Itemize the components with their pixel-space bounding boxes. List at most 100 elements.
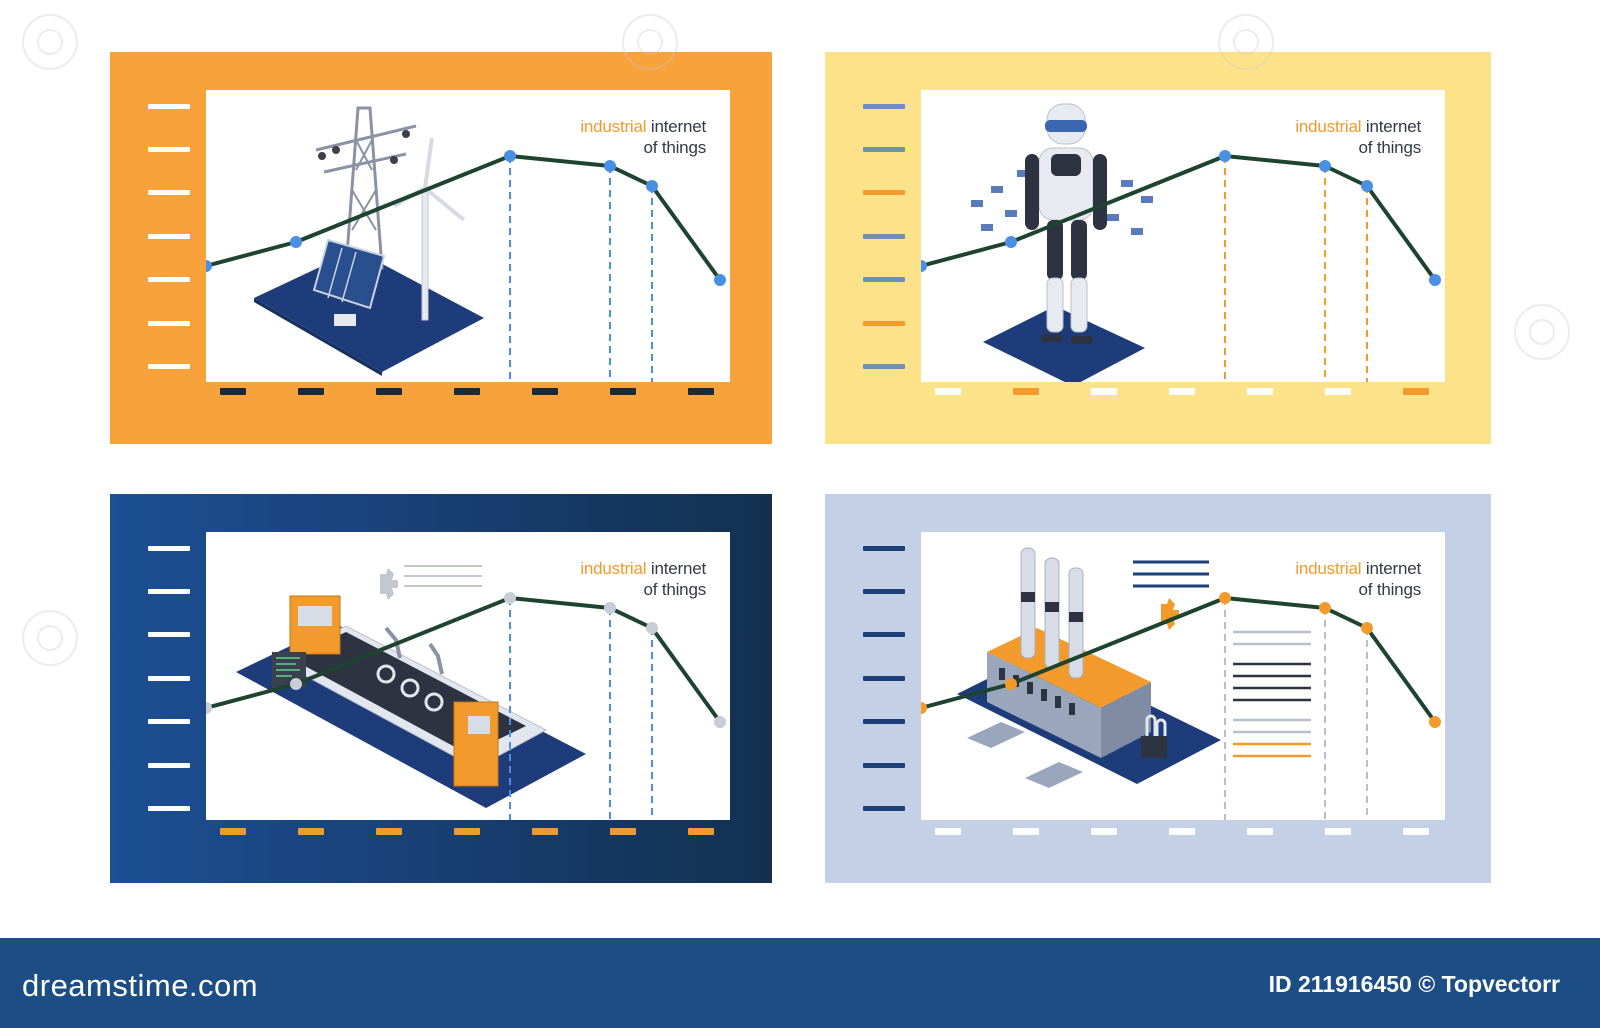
robot-platform xyxy=(983,306,1145,382)
solar-panel xyxy=(312,238,386,310)
y-tick xyxy=(863,147,905,152)
watermark-icon xyxy=(1218,14,1274,70)
y-tick xyxy=(148,147,190,152)
trend-decoration xyxy=(206,150,726,382)
x-tick xyxy=(220,828,246,835)
trend-marker xyxy=(206,702,212,714)
chart-svg xyxy=(206,565,726,820)
chart-title: industrial internet of things xyxy=(580,116,706,158)
x-tick xyxy=(610,828,636,835)
trend-marker xyxy=(1219,150,1231,162)
x-tick xyxy=(1013,828,1039,835)
trend-marker xyxy=(1429,274,1441,286)
x-tick xyxy=(454,828,480,835)
y-tick xyxy=(863,719,905,724)
x-tick xyxy=(1325,388,1351,395)
title-accent-word: industrial xyxy=(580,117,647,136)
x-tick-marks xyxy=(220,388,720,396)
title-accent-word: industrial xyxy=(580,559,647,578)
x-tick xyxy=(1247,388,1273,395)
ground-platform-edge xyxy=(254,298,382,376)
y-tick xyxy=(148,632,190,637)
y-tick xyxy=(148,234,190,239)
trend-marker xyxy=(1361,180,1373,192)
x-tick-marks xyxy=(935,828,1435,836)
x-tick xyxy=(1325,828,1351,835)
trend-marker xyxy=(921,260,927,272)
trend-marker xyxy=(1219,592,1231,604)
trend-marker xyxy=(921,702,927,714)
x-tick xyxy=(1169,828,1195,835)
trend-marker xyxy=(714,716,726,728)
y-tick xyxy=(863,806,905,811)
trend-marker xyxy=(1005,678,1017,690)
x-tick xyxy=(532,828,558,835)
x-tick xyxy=(298,828,324,835)
title-line-2: of things xyxy=(643,580,707,599)
x-tick xyxy=(376,388,402,395)
trend-marker xyxy=(504,150,516,162)
x-tick xyxy=(532,388,558,395)
y-tick xyxy=(148,546,190,551)
x-tick xyxy=(1403,388,1429,395)
ground-platform xyxy=(254,250,484,372)
x-tick xyxy=(1091,388,1117,395)
title-line-2: of things xyxy=(1358,580,1422,599)
x-tick xyxy=(220,388,246,395)
y-tick xyxy=(148,190,190,195)
trend-marker xyxy=(604,160,616,172)
illustration-factory xyxy=(957,547,1311,788)
x-tick-marks xyxy=(935,388,1435,396)
y-tick xyxy=(863,104,905,109)
title-accent-word: industrial xyxy=(1295,559,1362,578)
trend-marker xyxy=(1429,716,1441,728)
y-tick xyxy=(148,104,190,109)
trend-marker xyxy=(206,260,212,272)
trend-marker xyxy=(1319,160,1331,172)
stock-footer-bar: dreamstime.com ID 211916450 © Topvectorr xyxy=(0,938,1600,1028)
x-tick xyxy=(688,828,714,835)
trend-marker xyxy=(646,622,658,634)
illustration-conveyor xyxy=(236,565,586,808)
watermark-icon xyxy=(622,14,678,70)
y-tick xyxy=(148,321,190,326)
trend-decoration xyxy=(206,592,726,820)
trend-decoration xyxy=(921,592,1441,820)
y-tick xyxy=(863,589,905,594)
x-tick xyxy=(1169,388,1195,395)
tower-body xyxy=(344,106,384,270)
trend-marker xyxy=(714,274,726,286)
y-tick xyxy=(863,190,905,195)
brand-logo-text[interactable]: dreamstime.com xyxy=(22,968,259,1003)
x-tick xyxy=(1091,828,1117,835)
y-tick xyxy=(863,234,905,239)
trend-line xyxy=(206,596,722,724)
x-tick xyxy=(454,388,480,395)
x-tick xyxy=(298,388,324,395)
chart-card: industrial internet of things xyxy=(921,90,1445,382)
chart-svg xyxy=(921,103,1441,382)
x-tick xyxy=(688,388,714,395)
chart-svg xyxy=(921,547,1441,820)
x-tick xyxy=(935,828,961,835)
trend-marker xyxy=(1005,236,1017,248)
watermark-icon xyxy=(22,610,78,666)
chart-title: industrial internet of things xyxy=(580,558,706,600)
title-word: internet xyxy=(1365,117,1421,136)
chart-card: industrial internet of things xyxy=(206,90,730,382)
x-tick xyxy=(610,388,636,395)
panel-power-grid: industrial internet of things xyxy=(110,52,772,444)
trend-marker xyxy=(290,678,302,690)
x-tick xyxy=(1013,388,1039,395)
title-accent-word: industrial xyxy=(1295,117,1362,136)
panel-conveyor: industrial internet of things xyxy=(110,494,772,883)
watermark-icon xyxy=(1514,304,1570,360)
chart-svg xyxy=(206,106,726,382)
panel-robot: industrial internet of things xyxy=(825,52,1491,444)
panel-factory: industrial internet of things xyxy=(825,494,1491,883)
trend-line xyxy=(921,596,1437,724)
y-tick xyxy=(863,321,905,326)
y-tick xyxy=(148,806,190,811)
illustration-robot xyxy=(971,103,1153,382)
trend-marker xyxy=(604,602,616,614)
